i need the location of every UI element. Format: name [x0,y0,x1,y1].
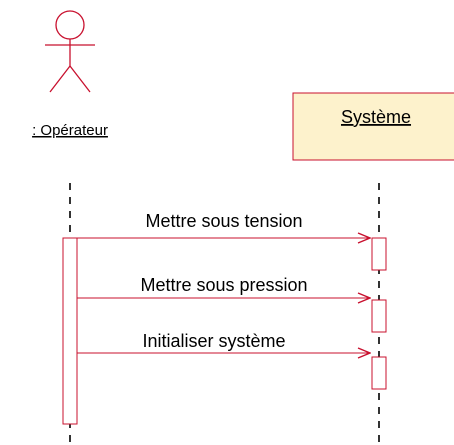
actor-label: : Opérateur [32,122,108,139]
message-label: Mettre sous pression [140,275,307,295]
object-label: Système [341,107,411,127]
object-activation-bar [371,237,387,271]
object-activation-bar [371,299,387,333]
actor-figure-icon [45,10,95,93]
object-activation-bar [371,356,387,390]
actor-activation-bar [62,237,78,425]
object-box [292,92,454,161]
message-label: Initialiser système [142,331,285,351]
message-label: Mettre sous tension [145,211,302,231]
